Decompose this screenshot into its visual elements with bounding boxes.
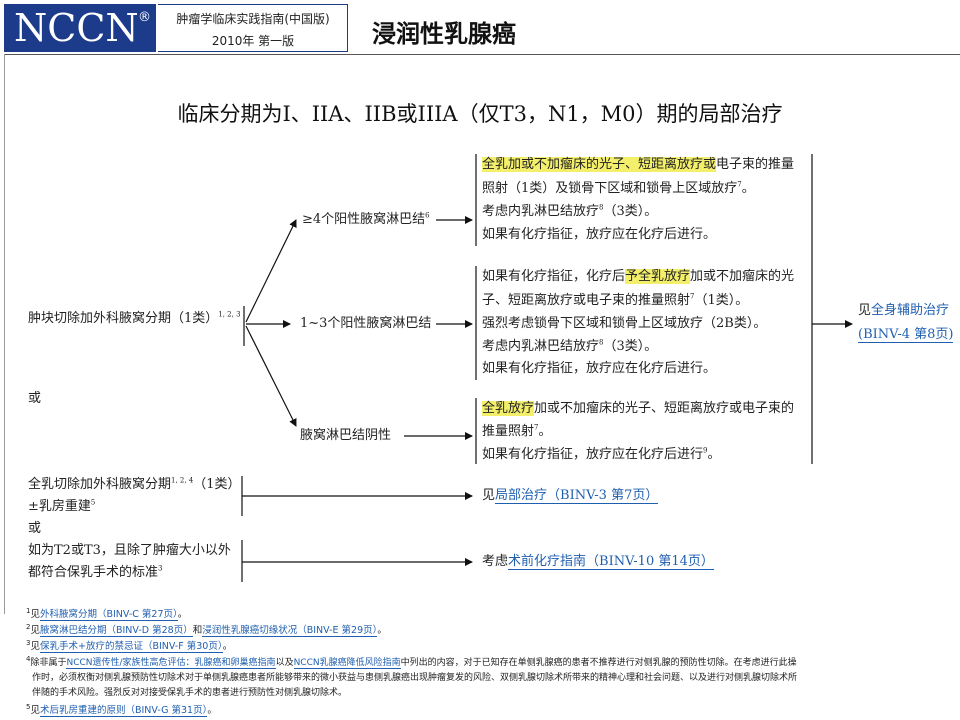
page-title: 临床分期为I、IIA、IIB或IIIA（仅T3，N1，M0）期的局部治疗 [177, 102, 783, 126]
local-therapy-link[interactable]: 见局部治疗（BINV-3 第7页） [482, 488, 659, 504]
footnote-2-link[interactable]: 腋窝淋巴结分期（BINV-D 第28页） [39, 625, 193, 637]
box3-line1: 全乳放疗加或不加瘤床的光子、短距离放疗或电子束的 [482, 401, 795, 416]
footnote-4-line3: 伴随的手术风险。强烈反对对接受保乳手术的患者进行预防性对侧乳腺切除术。 [32, 688, 348, 698]
footnote-1: 1见外科腋窝分期（BINV-C 第27页）。 [26, 606, 188, 621]
footnote-5: 5见术后乳房重建的原则（BINV-G 第31页）。 [26, 702, 217, 717]
section-title: 浸润性乳腺癌 [372, 20, 516, 48]
lumpectomy-label: 肿块切除加外科腋窝分期（1类）1, 2, 3 [28, 310, 241, 326]
arrow-to-n4 [245, 219, 297, 323]
node-1-3-positive: 1~3个阳性腋窝淋巴结 [300, 316, 432, 331]
page-left-border [4, 54, 5, 614]
box3-line2: 推量照射7。 [482, 423, 552, 439]
footnote-4-link2[interactable]: NCCN乳腺癌降低风险指南 [293, 658, 401, 669]
box2-line1: 如果有化疗指征，化疗后予全乳放疗加或不加瘤床的光 [482, 269, 795, 284]
box1-line3: 考虑内乳淋巴结放疗8（3类）。 [482, 203, 658, 219]
box2-line4: 考虑内乳淋巴结放疗8（3类）。 [482, 338, 658, 354]
registered-mark: ® [138, 10, 151, 25]
box2-line2: 子、短距离放疗或电子束的推量照射7（1类）。 [482, 292, 749, 308]
arrow-to-neg [245, 325, 297, 427]
footnote-3-link[interactable]: 保乳手术+放疗的禁忌证（BINV-F 第30页） [39, 641, 223, 653]
box2-line3: 强烈考虑锁骨下区域和锁骨上区域放疗（2B类）。 [482, 316, 767, 331]
footnote-4-line2: 作时，必须权衡对侧乳腺预防性切除术对于单侧乳腺癌患者所能够带来的微小获益与患侧乳… [32, 673, 798, 683]
guide-name: 肿瘤学临床实践指南(中国版) [176, 12, 330, 26]
node-4-positive: ≥4个阳性腋窝淋巴结6 [302, 211, 430, 227]
box1-line4: 如果有化疗指征，放疗应在化疗后进行。 [482, 227, 717, 242]
preop-criteria-line1: 如为T2或T3，且除了肿瘤大小以外 [28, 543, 231, 558]
preop-criteria-line2: 都符合保乳手术的标准3 [28, 564, 163, 580]
footnote-4-link[interactable]: NCCN遗传性/家族性高危评估：乳腺癌和卵巢癌指南 [66, 658, 276, 669]
box2-line5: 如果有化疗指征，放疗应在化疗后进行。 [482, 361, 717, 376]
or-label-1: 或 [28, 391, 42, 406]
footnote-5-link[interactable]: 术后乳房重建的原则（BINV-G 第31页） [39, 705, 208, 717]
or-label-2: 或 [28, 521, 42, 536]
nccn-logo: NCCN ® [4, 4, 156, 52]
box1-line2: 照射（1类）及锁骨下区域和锁骨上区域放疗7。 [482, 180, 755, 196]
footnote-1-link[interactable]: 外科腋窝分期（BINV-C 第27页） [39, 609, 178, 621]
reconstruction-label: ±乳房重建5 [28, 498, 96, 514]
guide-edition: 2010年 第一版 [211, 34, 295, 48]
logo-text: NCCN [14, 6, 139, 50]
footnote-4: 4除非属于NCCN遗传性/家族性高危评估：乳腺癌和卵巢癌指南以及NCCN乳腺癌降… [26, 655, 797, 669]
footnote-3: 3见保乳手术+放疗的禁忌证（BINV-F 第30页）。 [26, 638, 233, 653]
preop-chemo-link[interactable]: 考虑术前化疗指南（BINV-10 第14页） [482, 554, 714, 570]
header-divider [4, 54, 960, 55]
box3-line3: 如果有化疗指征，放疗应在化疗后进行9。 [482, 446, 721, 462]
footnote-2: 2见腋窝淋巴结分期（BINV-D 第28页）和浸润性乳腺癌切缘状况（BINV-E… [26, 622, 387, 637]
footnote-2-link2[interactable]: 浸润性乳腺癌切缘状况（BINV-E 第29页） [202, 625, 378, 637]
box1-line1: 全乳加或不加瘤床的光子、短距离放疗或电子束的推量 [482, 157, 795, 172]
guide-title-box [158, 4, 348, 52]
mastectomy-label: 全乳切除加外科腋窝分期1, 2, 4（1类） [28, 476, 241, 492]
adjuvant-link-line2[interactable]: (BINV-4 第8页) [858, 327, 954, 343]
node-negative: 腋窝淋巴结阴性 [300, 428, 392, 443]
adjuvant-link-line1[interactable]: 见全身辅助治疗 [858, 303, 950, 318]
